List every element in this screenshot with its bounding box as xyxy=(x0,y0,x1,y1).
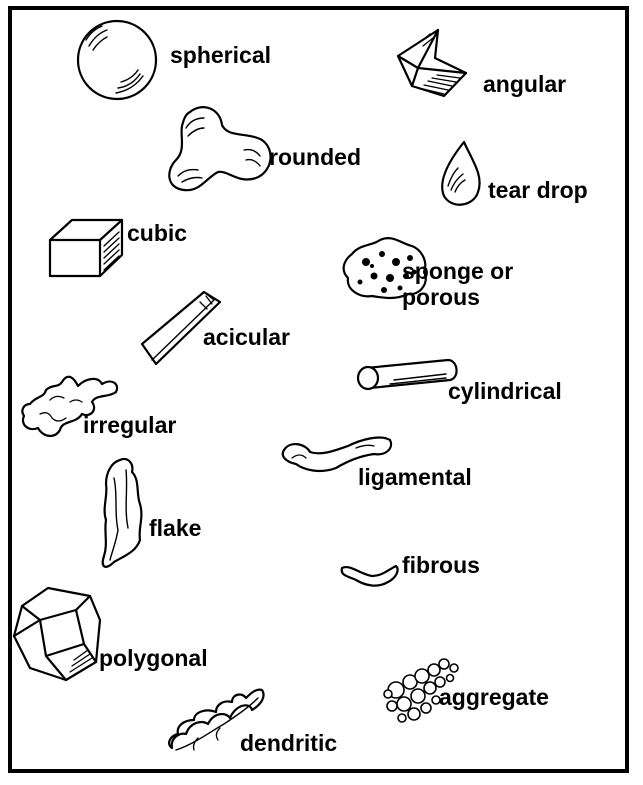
label-flake: flake xyxy=(149,517,201,540)
label-cylindrical: cylindrical xyxy=(448,380,562,403)
label-ligamental: ligamental xyxy=(358,466,472,489)
cube-icon xyxy=(50,220,122,276)
tear-drop-icon xyxy=(442,142,479,205)
label-angular: angular xyxy=(483,73,566,96)
label-spherical: spherical xyxy=(170,44,271,67)
label-acicular: acicular xyxy=(203,326,290,349)
label-rounded: rounded xyxy=(269,146,361,169)
sphere-icon xyxy=(78,21,156,99)
label-sponge-or-porous: sponge or porous xyxy=(402,258,513,310)
cylinder-icon xyxy=(358,360,457,389)
flake-icon xyxy=(103,459,142,567)
angular-particle-icon xyxy=(398,30,466,96)
label-fibrous: fibrous xyxy=(402,554,480,577)
rounded-particle-icon xyxy=(169,107,270,190)
label-cubic: cubic xyxy=(127,222,187,245)
label-dendritic: dendritic xyxy=(240,732,337,755)
label-irregular: irregular xyxy=(83,414,176,437)
fiber-icon xyxy=(342,566,398,586)
label-aggregate: aggregate xyxy=(439,686,549,709)
label-polygonal: polygonal xyxy=(99,647,208,670)
polyhedron-icon xyxy=(14,588,100,680)
label-tear-drop: tear drop xyxy=(488,179,588,202)
